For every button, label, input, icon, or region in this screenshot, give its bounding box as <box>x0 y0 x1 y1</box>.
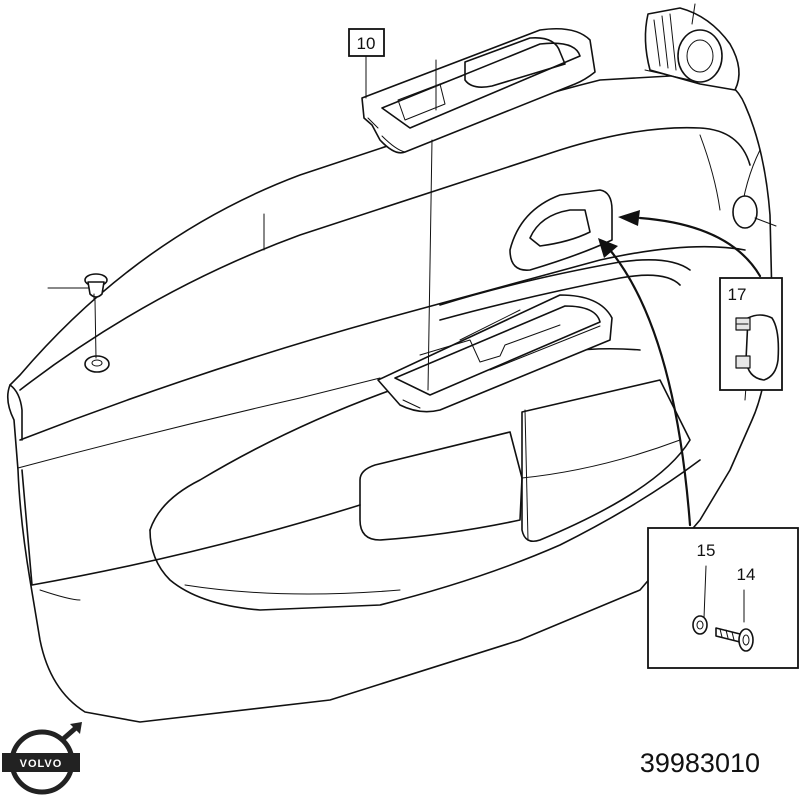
window-switch-panel <box>361 27 596 154</box>
switch-cap-detail <box>735 314 780 381</box>
reference-number: 39983010 <box>640 748 760 778</box>
washer <box>692 615 708 635</box>
door-trim-panel <box>6 73 773 723</box>
callout-part-17: 17 <box>719 277 783 391</box>
volvo-logo: VOLVO <box>2 722 82 795</box>
arrow-head-lower <box>598 238 618 258</box>
part-number-14: 14 <box>737 565 756 584</box>
part-number-10: 10 <box>357 34 376 53</box>
mirror-triangle-tweeter <box>644 7 740 91</box>
part-number-15: 15 <box>697 541 716 560</box>
volvo-logo-text: VOLVO <box>20 758 63 770</box>
callout-arrows <box>598 210 762 527</box>
leader-lines <box>47 3 777 391</box>
callout-parts-14-15: 15 14 <box>647 527 799 669</box>
arrow-head-upper <box>618 210 640 226</box>
armrest-switch-cavity <box>377 294 613 413</box>
callout-part-10: 10 <box>348 28 385 57</box>
screw <box>715 627 754 652</box>
part-number-17: 17 <box>728 285 747 304</box>
trim-clip <box>84 273 108 301</box>
